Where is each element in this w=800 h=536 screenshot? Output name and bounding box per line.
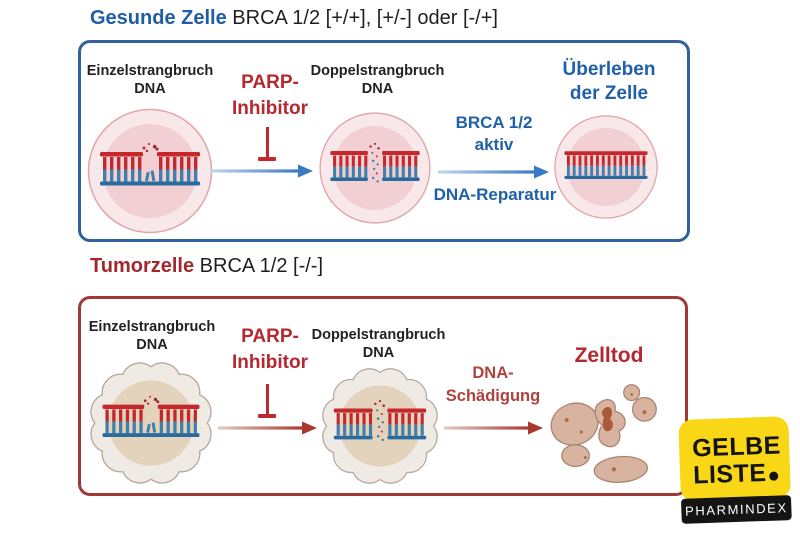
tumor-cell-single-strand-break-icon xyxy=(90,362,212,484)
gelbe-liste-badge: GELBE LISTE xyxy=(678,416,792,502)
tumor-cell-double-strand-break-icon xyxy=(322,368,438,484)
brca-line2: aktiv xyxy=(474,135,514,154)
parp-line2: Inhibitor xyxy=(232,352,308,373)
logo-line1: GELBE xyxy=(691,431,782,463)
logo-line2: LISTE xyxy=(693,459,791,489)
damage-line2: Schädigung xyxy=(445,387,541,405)
parp-line1: PARP- xyxy=(241,326,299,347)
dna-damage-label: DNA- Schädigung xyxy=(430,362,556,408)
inhibition-tbar-icon xyxy=(258,384,276,418)
damage-line1: DNA- xyxy=(472,364,514,382)
arrow-right-blue-icon xyxy=(438,165,549,179)
healthy-title-highlight: Gesunde Zelle xyxy=(90,7,227,29)
tumor-cell1-label: Einzelstrangbruch DNA xyxy=(88,319,216,353)
healthy-cell2-label: Doppelstrangbruch DNA xyxy=(310,63,445,97)
tumor-title-genotype: BRCA 1/2 [-/-] xyxy=(199,255,324,277)
tumor-cell2-label: Doppelstrangbruch DNA xyxy=(311,327,446,361)
tumor-outcome-label: Zelltod xyxy=(574,344,644,367)
brca-active-label: BRCA 1/2 aktiv xyxy=(434,112,554,156)
arrow-right-red-icon xyxy=(444,421,543,435)
dna-repair-label: DNA-Reparatur xyxy=(433,185,557,204)
arrow-right-red-icon xyxy=(218,421,317,435)
healthy-section-title: Gesunde Zelle BRCA 1/2 [+/+], [+/-] oder… xyxy=(90,7,498,30)
healthy-cell-double-strand-break-icon xyxy=(319,112,431,224)
healthy-cell-intact-icon xyxy=(554,115,658,219)
tumor-section-title: Tumorzelle BRCA 1/2 [-/-] xyxy=(90,255,323,278)
healthy-title-genotype: BRCA 1/2 [+/+], [+/-] oder [-/+] xyxy=(232,7,498,29)
pharmindex-bar: PHARMINDEX xyxy=(680,495,792,524)
parp-line1: PARP- xyxy=(241,72,299,93)
healthy-cell1-label: Einzelstrangbruch DNA xyxy=(86,63,214,97)
parp-line2: Inhibitor xyxy=(232,98,308,119)
logo-dot-icon xyxy=(769,471,779,481)
apoptotic-cell-fragments-icon xyxy=(550,384,657,483)
gelbe-liste-logo: GELBE LISTE PHARMINDEX xyxy=(678,416,792,524)
healthy-cell-single-strand-break-icon xyxy=(87,108,213,234)
healthy-parp-inhibitor-label: PARP- Inhibitor xyxy=(205,70,335,122)
tumor-title-highlight: Tumorzelle xyxy=(90,255,195,277)
arrow-right-blue-icon xyxy=(210,164,313,178)
healthy-outcome-label: Überleben der Zelle xyxy=(562,59,656,104)
inhibition-tbar-icon xyxy=(258,127,276,161)
tumor-parp-inhibitor-label: PARP- Inhibitor xyxy=(205,324,335,376)
brca-line1: BRCA 1/2 xyxy=(455,113,533,132)
